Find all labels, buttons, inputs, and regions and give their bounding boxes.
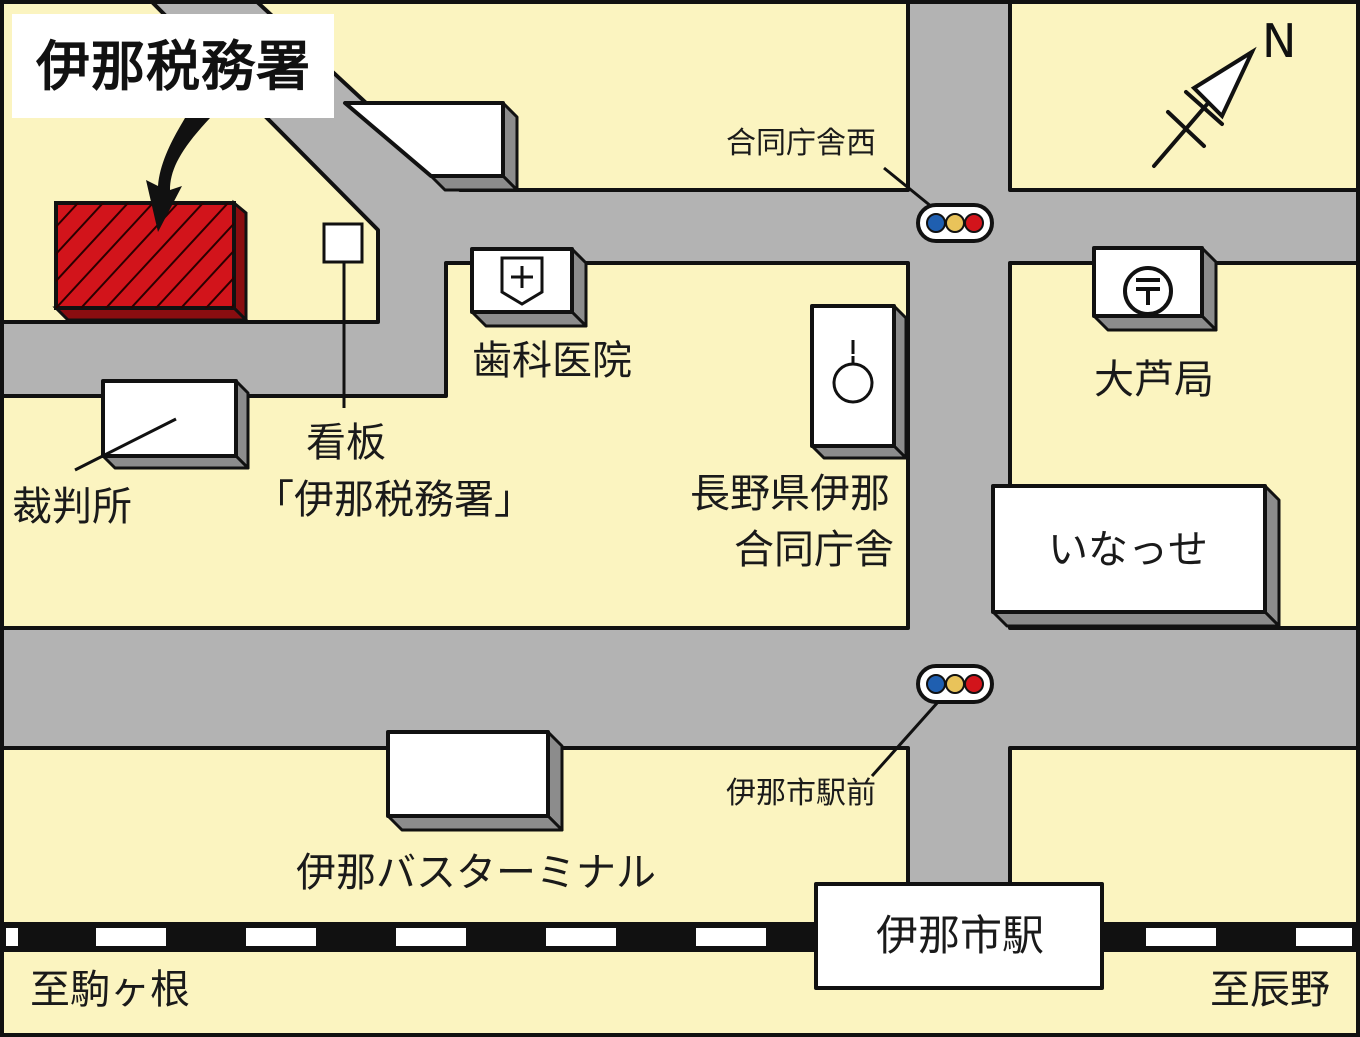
label-dental: 歯科医院 [472, 338, 632, 384]
north-arrow-icon [1152, 46, 1257, 168]
building-station [814, 882, 1104, 990]
label-court: 裁判所 [12, 484, 132, 530]
label-to-west: 至駒ヶ根 [30, 967, 190, 1013]
building-inasse [991, 484, 1281, 628]
building-north [343, 101, 519, 192]
label-to-east: 至辰野 [1210, 967, 1330, 1013]
traffic-signal-north [883, 166, 994, 243]
court-leader [74, 417, 177, 472]
label-gov-line1: 長野県伊那 [690, 471, 890, 517]
label-station: 伊那市駅 [876, 911, 1045, 960]
signal-label-north: 合同庁舎西 [726, 126, 876, 161]
title-box [12, 14, 334, 118]
government-office-icon [832, 340, 874, 404]
railway [0, 922, 1360, 952]
traffic-signal-south [870, 664, 994, 777]
tax-office-building [52, 199, 250, 324]
building-court [101, 379, 250, 470]
pointer-arrow [146, 118, 210, 232]
dental-clinic-icon [500, 256, 544, 306]
signal-label-south: 伊那市駅前 [726, 776, 876, 811]
building-bus [386, 730, 564, 832]
label-post: 大芦局 [1094, 357, 1214, 403]
post-office-icon [1123, 266, 1173, 316]
north-label: N [1262, 14, 1297, 68]
label-inasse: いなっせ [1048, 527, 1208, 573]
buildings [101, 101, 1281, 990]
map-title: 伊那税務署 [36, 35, 311, 98]
label-bus-terminal: 伊那バスターミナル [296, 850, 656, 896]
building-gov [810, 304, 908, 460]
label-sign-name: 「伊那税務署」 [254, 477, 534, 523]
label-sign: 看板 [306, 420, 386, 466]
building-post [1092, 246, 1218, 332]
signboard [322, 222, 364, 408]
label-gov-line2: 合同庁舎 [734, 527, 894, 573]
